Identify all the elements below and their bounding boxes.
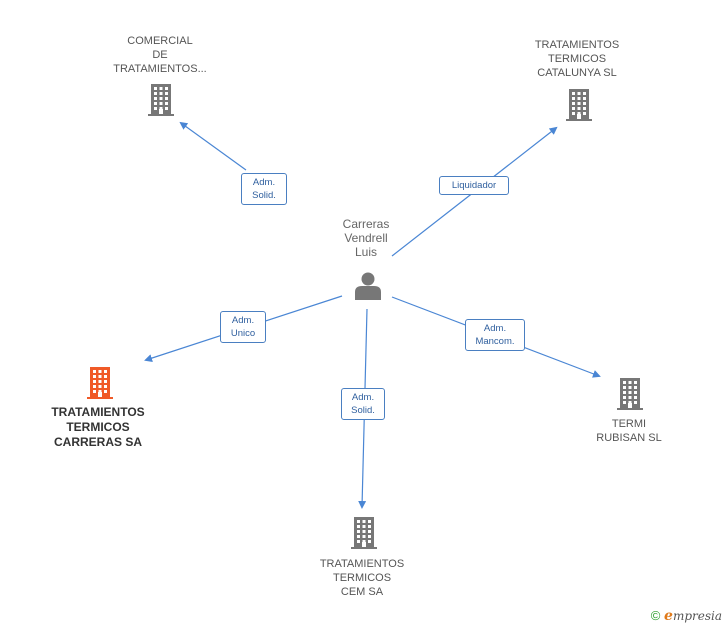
edge-label-carreras[interactable]: Adm.Unico	[220, 311, 266, 343]
building-icon-carreras	[87, 367, 113, 399]
building-icon-comercial	[148, 84, 174, 116]
footer-brand: © empresia	[651, 608, 722, 624]
building-icon-rubisan	[617, 378, 643, 410]
edge-label-rubisan[interactable]: Adm.Mancom.	[465, 319, 525, 351]
edge-label-cem[interactable]: Adm.Solid.	[341, 388, 385, 420]
empresia-logo: empresia	[664, 608, 722, 624]
edge-arrow-comercial	[179, 121, 247, 171]
person-icon	[355, 272, 381, 300]
copyright-symbol: ©	[650, 608, 661, 623]
edge-label-comercial[interactable]: Adm.Solid.	[241, 173, 287, 205]
building-icon-catalunya	[566, 89, 592, 121]
edge-label-catalunya[interactable]: Liquidador	[439, 175, 509, 195]
building-icon-cem	[351, 517, 377, 549]
